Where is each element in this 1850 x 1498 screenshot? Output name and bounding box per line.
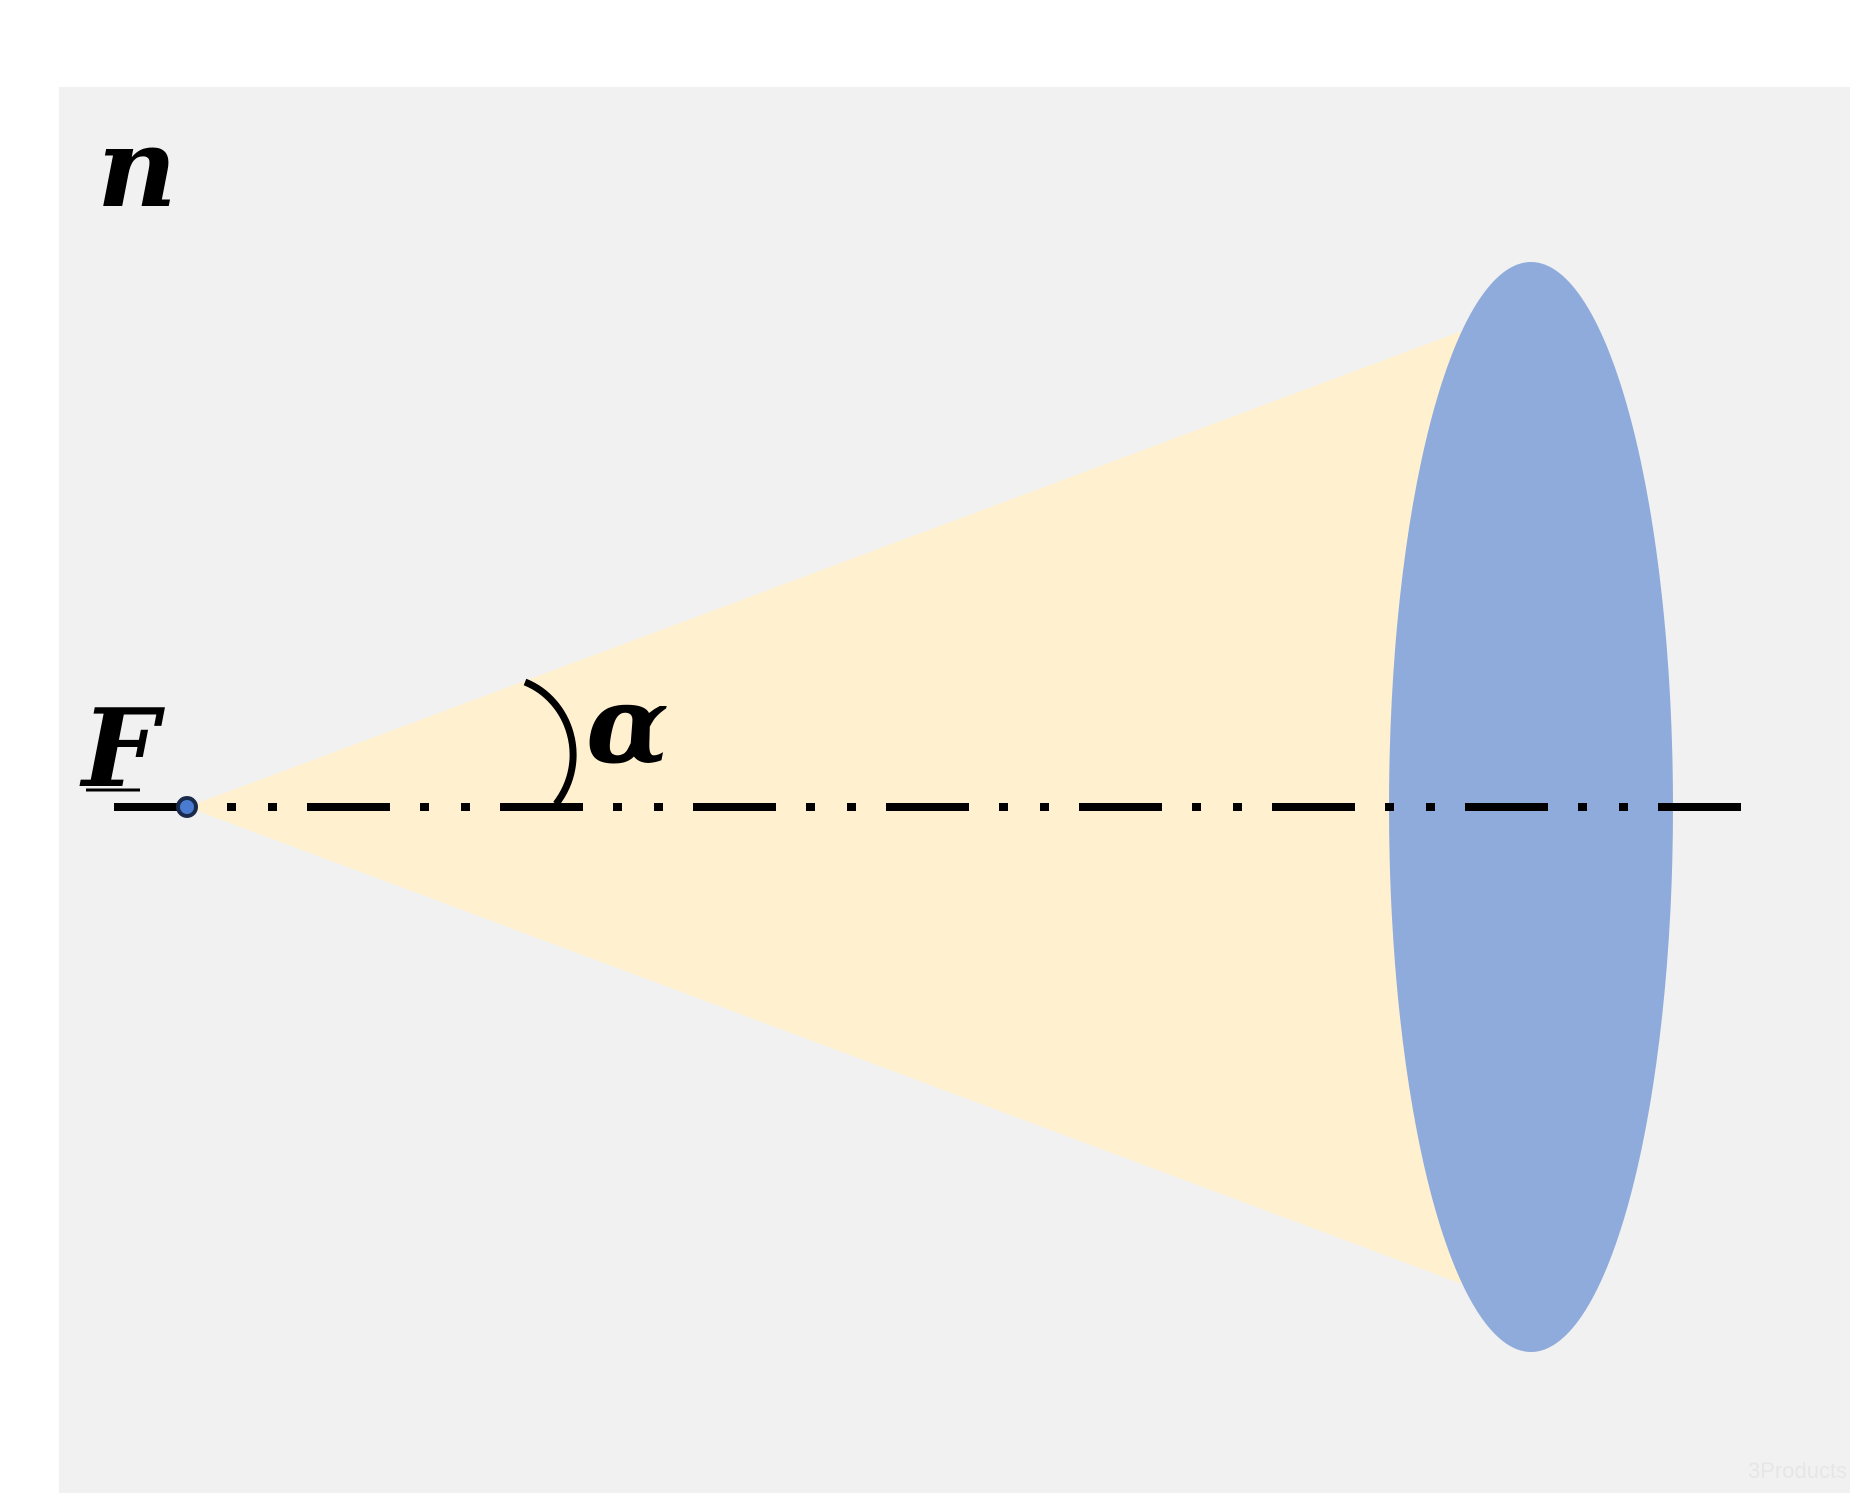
focus-point-marker-icon — [176, 796, 198, 818]
medium-label: n — [97, 103, 177, 232]
watermark-text: 3Products — [1748, 1458, 1847, 1483]
light-cone — [187, 331, 1462, 1284]
angle-arc-icon — [523, 678, 577, 807]
angle-label: α — [586, 662, 669, 788]
focus-label: F — [79, 686, 165, 812]
